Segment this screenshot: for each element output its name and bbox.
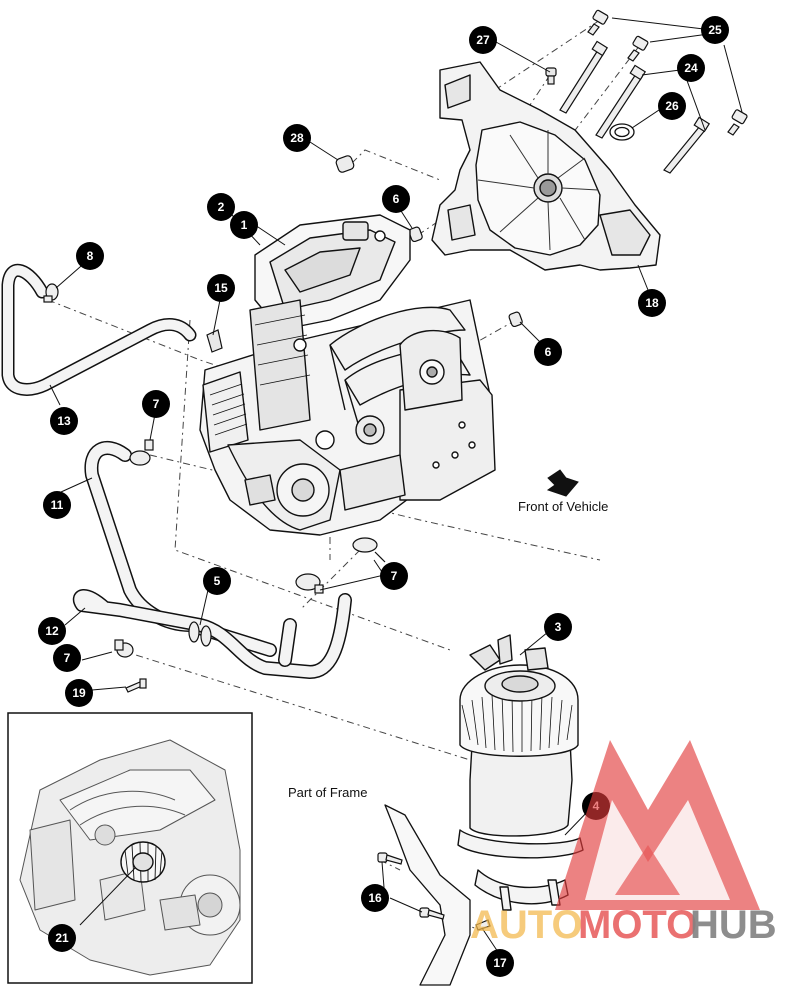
callout-28: 28 — [283, 124, 311, 152]
callout-7-left: 7 — [53, 644, 81, 672]
callout-17-label: 17 — [493, 956, 507, 970]
watermark-hub: HUB — [690, 903, 777, 947]
callout-7-left-label: 7 — [64, 651, 71, 665]
callout-24: 24 — [677, 54, 705, 82]
callout-15-label: 15 — [214, 281, 228, 295]
screw-part-19 — [125, 678, 147, 693]
callout-7-upper-label: 7 — [153, 397, 160, 411]
callout-21-label: 21 — [55, 931, 69, 945]
callout-5-label: 5 — [214, 574, 221, 588]
callout-28-label: 28 — [290, 131, 304, 145]
callout-24-label: 24 — [684, 61, 698, 75]
engine-assembly-part-1 — [199, 214, 496, 536]
callout-6-bottom-label: 6 — [545, 345, 552, 359]
callout-2: 2 — [207, 193, 235, 221]
coolant-hose-part-12 — [72, 589, 352, 679]
callout-1-label: 1 — [241, 218, 248, 232]
dowel-parts-6 — [408, 226, 523, 328]
callout-25-label: 25 — [708, 23, 722, 37]
front-of-vehicle-arrow-icon — [546, 469, 579, 497]
callout-27-label: 27 — [476, 33, 490, 47]
inset-view — [7, 712, 253, 984]
dowel-part-28 — [335, 155, 355, 173]
callout-12-label: 12 — [45, 624, 59, 638]
callout-6-top-label: 6 — [393, 192, 400, 206]
oil-filter-part-21 — [120, 841, 166, 883]
watermark-auto: AUTO — [470, 903, 583, 947]
callout-7-right-label: 7 — [391, 569, 398, 583]
callout-11: 11 — [43, 491, 71, 519]
clamp-part-5 — [188, 621, 212, 647]
callout-3: 3 — [544, 613, 572, 641]
bolts-part-25 — [587, 9, 748, 136]
callout-16: 16 — [361, 884, 389, 912]
bellhousing-part-18 — [431, 61, 661, 271]
watermark-moto: MOTO — [578, 903, 697, 947]
part-of-frame-label: Part of Frame — [288, 785, 367, 800]
watermark-logo: AUTO MOTO HUB — [470, 740, 777, 947]
frame-part — [384, 804, 471, 986]
clamp-part-8 — [43, 283, 59, 303]
callout-3-label: 3 — [555, 620, 562, 634]
callout-18-label: 18 — [645, 296, 659, 310]
callout-6-top: 6 — [382, 185, 410, 213]
plug-part-27 — [545, 67, 557, 85]
callout-21: 21 — [48, 924, 76, 952]
clamps-part-7 — [114, 439, 386, 658]
front-of-vehicle-label: Front of Vehicle — [518, 499, 608, 514]
callout-27: 27 — [469, 26, 497, 54]
callout-19-label: 19 — [72, 686, 86, 700]
callout-18: 18 — [638, 289, 666, 317]
callout-17: 17 — [486, 949, 514, 977]
callout-16-label: 16 — [368, 891, 382, 905]
callout-2-label: 2 — [218, 200, 225, 214]
callout-8: 8 — [76, 242, 104, 270]
callout-1: 1 — [230, 211, 258, 239]
callout-8-label: 8 — [87, 249, 94, 263]
callout-26: 26 — [658, 92, 686, 120]
callout-13-label: 13 — [57, 414, 71, 428]
callout-7-right: 7 — [380, 562, 408, 590]
callout-19: 19 — [65, 679, 93, 707]
callout-badges: 1 2 3 4 5 6 6 7 7 7 7 8 11 12 13 15 16 1… — [38, 16, 729, 977]
callout-11-label: 11 — [51, 498, 64, 512]
callout-7-upper: 7 — [142, 390, 170, 418]
callout-13: 13 — [50, 407, 78, 435]
fuel-filter-part-3 — [459, 634, 579, 837]
callout-12: 12 — [38, 617, 66, 645]
seal-part-26 — [609, 123, 635, 141]
callout-26-label: 26 — [665, 99, 679, 113]
callout-15: 15 — [207, 274, 235, 302]
vent-hose-part-13 — [1, 263, 197, 396]
callout-5: 5 — [203, 567, 231, 595]
clip-part-15 — [206, 329, 223, 353]
bracket-part-4 — [457, 829, 584, 911]
callout-25: 25 — [701, 16, 729, 44]
bolts-part-16-17 — [377, 852, 491, 931]
callout-6-bottom: 6 — [534, 338, 562, 366]
